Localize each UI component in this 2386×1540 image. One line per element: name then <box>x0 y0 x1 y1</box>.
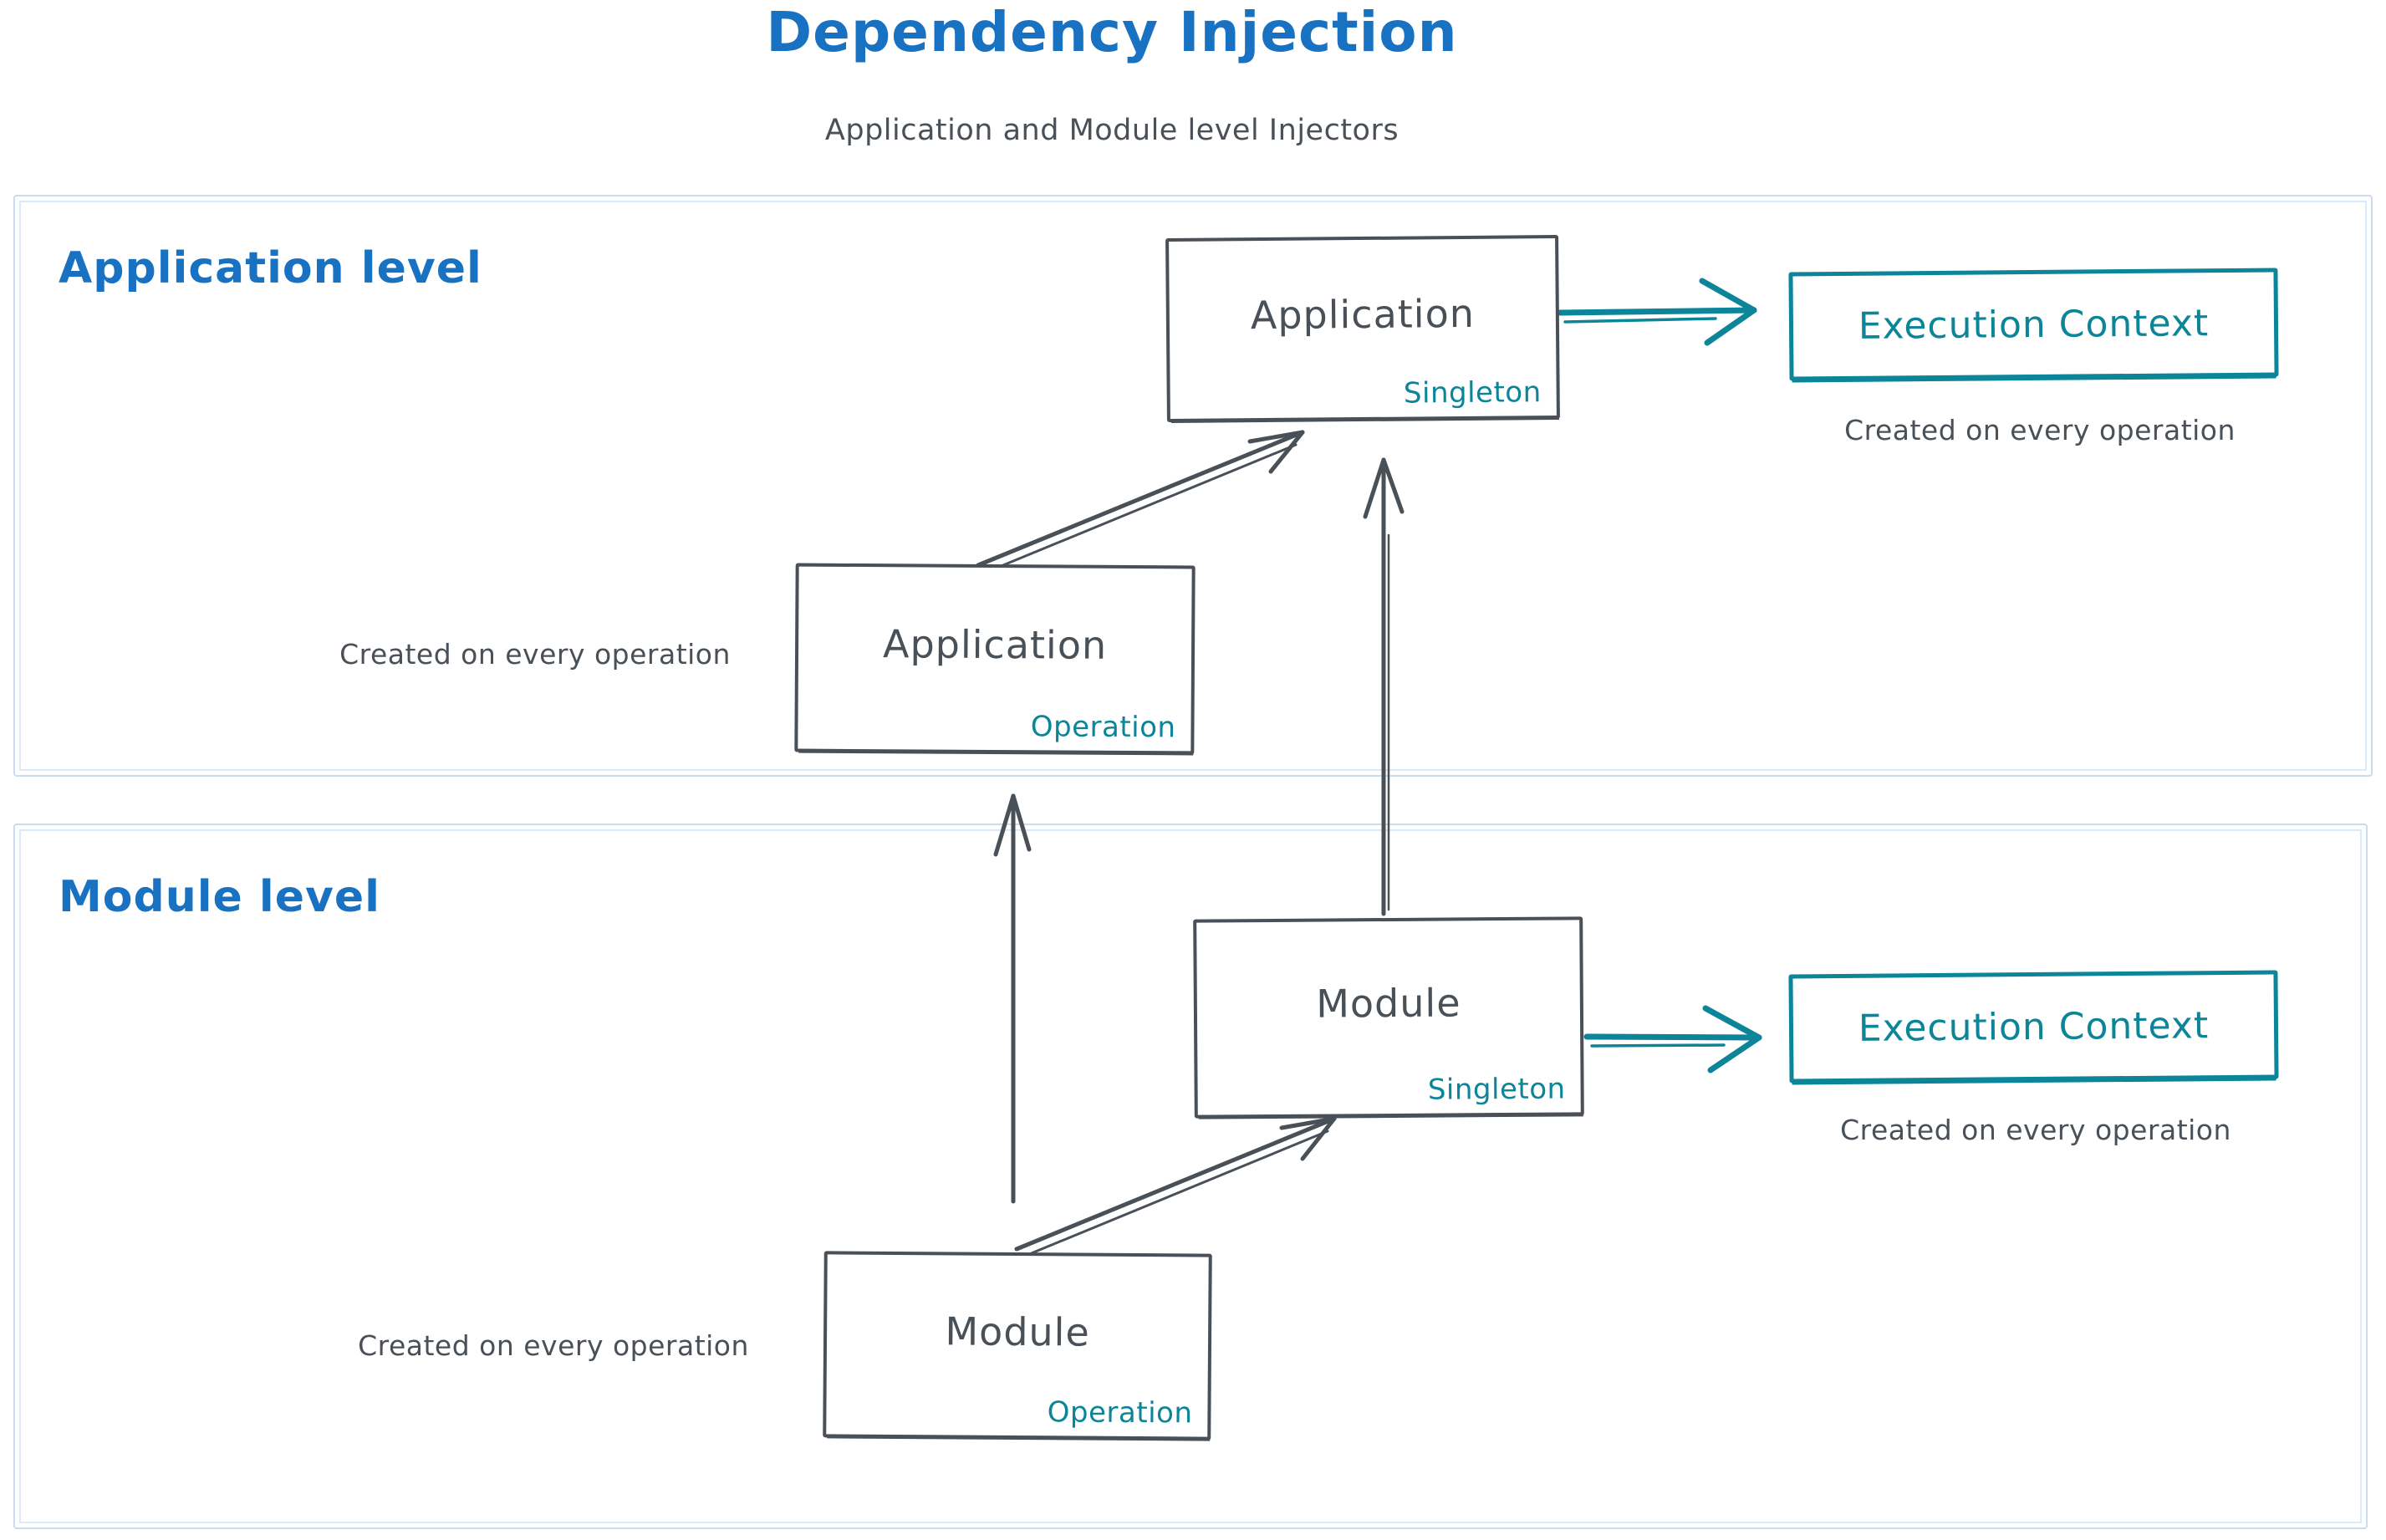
node-title: Execution Context <box>1858 1003 2210 1050</box>
module-level-label: Module level <box>59 872 380 922</box>
node-badge-singleton: Singleton <box>1403 375 1542 410</box>
node-module-singleton: Module Singleton <box>1193 916 1584 1119</box>
node-title: Module <box>945 1308 1090 1355</box>
diagram-subtitle: Application and Module level Injectors <box>824 114 1399 147</box>
node-badge-singleton: Singleton <box>1427 1072 1566 1107</box>
diagram-title: Dependency Injection <box>766 0 1458 64</box>
node-badge-operation: Operation <box>1030 710 1176 745</box>
node-title: Application <box>1250 290 1476 339</box>
node-execution-context-app: Execution Context <box>1788 268 2279 381</box>
caption-application-operation: Created on every operation <box>339 638 731 671</box>
caption-execution-context-app: Created on every operation <box>1844 414 2236 446</box>
node-application-singleton: Application Singleton <box>1165 234 1560 423</box>
node-title: Execution Context <box>1858 301 2210 348</box>
node-module-operation: Module Operation <box>823 1251 1212 1441</box>
caption-module-operation: Created on every operation <box>358 1329 749 1362</box>
node-title: Application <box>882 621 1108 668</box>
node-application-operation: Application Operation <box>794 563 1196 755</box>
node-title: Module <box>1316 980 1461 1027</box>
caption-execution-context-module: Created on every operation <box>1840 1114 2231 1146</box>
module-level-container: Module level <box>13 824 2368 1529</box>
node-badge-operation: Operation <box>1047 1395 1193 1430</box>
node-execution-context-module: Execution Context <box>1788 970 2279 1084</box>
application-level-container: Application level <box>13 195 2373 777</box>
application-level-label: Application level <box>59 243 482 293</box>
